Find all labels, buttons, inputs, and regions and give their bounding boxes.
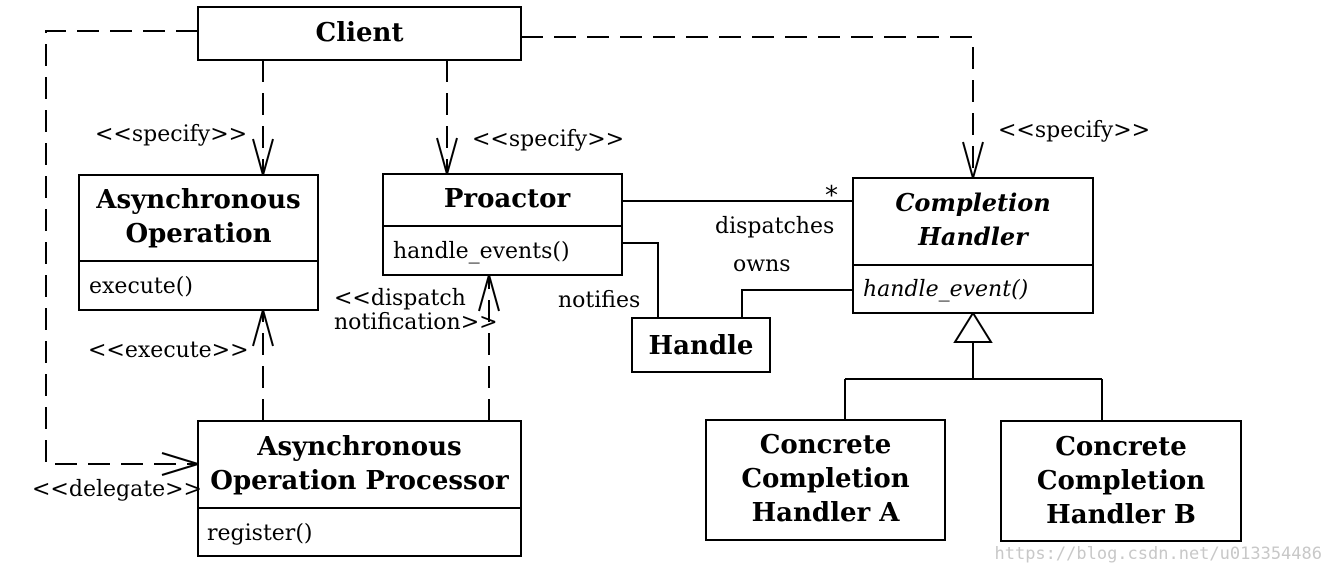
concrete-handler-a-class: Concrete Completion Handler A xyxy=(705,419,946,541)
watermark-text: https://blog.csdn.net/u013354486 xyxy=(994,544,1322,564)
completion-handler-class: Completion Handler handle_event() xyxy=(852,177,1094,314)
completion-handler-method: handle_event() xyxy=(863,277,1028,302)
dispatch-label-line1: <<dispatch xyxy=(334,286,466,311)
async-processor-method: register() xyxy=(207,521,313,546)
generalization-triangle xyxy=(953,311,993,343)
concrete-handler-a-line2: Completion xyxy=(741,464,909,494)
concrete-handler-b-line3: Handler B xyxy=(1046,500,1196,530)
concrete-handler-a-box xyxy=(705,419,946,541)
handle-box xyxy=(631,317,771,373)
completion-handler-title-line1: Completion xyxy=(895,188,1050,217)
proactor-class: Proactor handle_events() xyxy=(382,173,623,276)
multiplicity-label: * xyxy=(825,181,838,211)
async-operation-box xyxy=(78,174,319,311)
generalization-tree xyxy=(844,342,1103,421)
concrete-handler-a-line3: Handler A xyxy=(752,498,901,528)
async-processor-title-line2: Operation Processor xyxy=(210,466,509,496)
handle-class: Handle xyxy=(631,317,771,373)
specify-completion-label: <<specify>> xyxy=(998,118,1150,143)
concrete-handler-a-line1: Concrete xyxy=(760,430,892,460)
async-operation-title-line1: Asynchronous xyxy=(95,185,300,215)
concrete-handler-b-line1: Concrete xyxy=(1055,432,1187,462)
async-operation-method: execute() xyxy=(89,274,193,299)
concrete-handler-b-class: Concrete Completion Handler B xyxy=(1000,420,1242,542)
notifies-association-line xyxy=(622,242,659,318)
client-title: Client xyxy=(316,18,404,48)
delegate-label: <<delegate>> xyxy=(32,477,202,502)
owns-association-line xyxy=(741,289,853,318)
async-processor-box xyxy=(197,420,522,557)
execute-label: <<execute>> xyxy=(88,338,249,363)
delegate-dependency-line xyxy=(45,30,198,465)
handle-title: Handle xyxy=(649,331,754,361)
specify-completion-line xyxy=(521,36,974,178)
completion-handler-title-line2: Handler xyxy=(917,222,1030,251)
completion-handler-box xyxy=(852,177,1094,314)
owns-label: owns xyxy=(733,252,791,277)
relationship-labels: <<specify>> <<specify>> <<specify>> <<ex… xyxy=(32,118,1150,502)
client-box xyxy=(197,6,522,61)
concrete-handler-b-line2: Completion xyxy=(1037,466,1205,496)
specify-async-op-label: <<specify>> xyxy=(95,122,247,147)
concrete-handler-b-box xyxy=(1000,420,1242,542)
async-processor-title-line1: Asynchronous xyxy=(256,432,461,462)
async-processor-class: Asynchronous Operation Processor registe… xyxy=(197,420,522,557)
dispatches-label: dispatches xyxy=(715,214,834,239)
specify-proactor-label: <<specify>> xyxy=(472,127,624,152)
proactor-method: handle_events() xyxy=(393,239,570,264)
proactor-box xyxy=(382,173,623,276)
async-operation-title-line2: Operation xyxy=(125,219,271,249)
client-class: Client xyxy=(197,6,522,61)
async-operation-class: Asynchronous Operation execute() xyxy=(78,174,319,311)
dispatch-label-line2: notification>> xyxy=(334,310,498,335)
connectors xyxy=(45,30,1103,476)
notifies-label: notifies xyxy=(558,288,640,313)
proactor-title: Proactor xyxy=(444,184,571,214)
